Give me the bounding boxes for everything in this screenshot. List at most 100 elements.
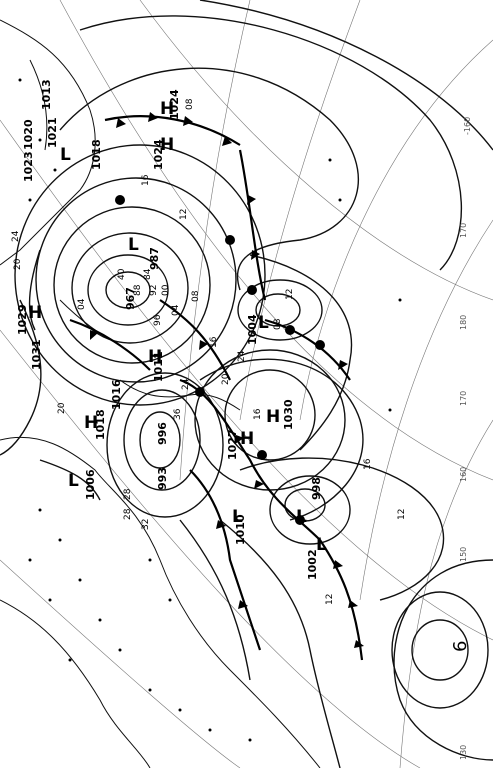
isobar-label: 40 xyxy=(117,268,127,280)
corner-label: 6 xyxy=(450,641,471,652)
longitude-label: -160 xyxy=(463,117,472,135)
low-value: 1013 xyxy=(40,79,53,110)
high-center: H xyxy=(148,347,162,367)
cold-front-barb xyxy=(235,435,244,444)
low-value: 993 xyxy=(156,467,169,490)
low-center: L xyxy=(60,145,71,165)
low-center: L xyxy=(232,507,243,527)
low-value: 1021 xyxy=(46,117,59,148)
cold-front-barb xyxy=(354,640,364,648)
isobar-label: 08 xyxy=(273,318,283,330)
longitude-label: 150 xyxy=(459,547,468,562)
high-center: H xyxy=(240,429,254,449)
isobar-label: 12 xyxy=(397,509,407,520)
cold-front-barb xyxy=(348,600,358,608)
isobar-labels: 16 12 08 04 00 96 92 88 84 20 24 28 32 3… xyxy=(11,98,407,605)
low-value: 1006 xyxy=(84,469,97,500)
low-value: 996 xyxy=(156,422,169,445)
cold-front-barb xyxy=(251,250,260,260)
high-value: 1024 xyxy=(152,139,165,170)
warm-front-bump xyxy=(195,387,205,397)
isobar-label: 08 xyxy=(191,290,201,302)
cold-front-barb xyxy=(247,195,256,205)
isobar-label: 12 xyxy=(325,594,335,605)
isobar-label: 92 xyxy=(149,285,159,296)
cold-front-barb xyxy=(222,136,232,146)
high-center: H xyxy=(84,413,98,433)
isobar-label: 84 xyxy=(143,268,153,280)
isobar-label: 12 xyxy=(285,289,295,300)
isobar-label: 32 xyxy=(141,519,151,530)
cold-front-barb xyxy=(254,480,264,489)
isobar-label: 16 xyxy=(209,336,219,348)
high-center: H xyxy=(266,407,280,427)
high-value: 1020 xyxy=(22,119,35,150)
warm-front-bump xyxy=(295,515,305,525)
longitude-label: 180 xyxy=(459,315,468,330)
pressure-centers: H 1024 H 1024 H 1029 1031 H 1018 1016 H … xyxy=(16,79,327,580)
isobar-label: 16 xyxy=(141,174,151,186)
isobar-label: 20 xyxy=(221,373,231,385)
high-center: H xyxy=(28,303,42,323)
warm-front-bump xyxy=(115,195,125,205)
high-value: 1027 xyxy=(226,429,239,460)
high-value: 1029 xyxy=(16,304,29,335)
low-center: L xyxy=(258,313,269,333)
isobar-label: 16 xyxy=(363,458,373,470)
cold-front-barb xyxy=(90,330,98,340)
isobar-label: 12 xyxy=(179,209,189,220)
isobar-label: 16 xyxy=(253,408,263,420)
warm-front-bump xyxy=(257,450,267,460)
cold-front-barb xyxy=(116,118,126,128)
cold-front-barb xyxy=(338,360,348,370)
warm-front-bump xyxy=(225,235,235,245)
isobar-label: 20 xyxy=(57,402,67,414)
longitude-labels: -160 170 180 170 160 150 130 xyxy=(459,117,472,760)
low-center: L xyxy=(316,535,327,555)
longitude-label: 170 xyxy=(459,391,468,406)
isobar-label: 24 xyxy=(11,230,21,242)
high-value: 1016 xyxy=(110,379,123,410)
high-value: 1023 xyxy=(22,151,35,182)
cold-front-barb xyxy=(216,520,226,529)
low-value: 1004 xyxy=(246,314,259,345)
high-value: 1024 xyxy=(168,89,181,120)
low-center: L xyxy=(128,235,139,255)
low-value: 987 xyxy=(148,247,161,270)
station-plots xyxy=(18,78,402,742)
high-value: 1031 xyxy=(30,339,43,370)
isobar-label: 36 xyxy=(173,408,183,420)
isobar-label: 24 xyxy=(237,350,247,362)
isobar-label: 04 xyxy=(77,298,87,310)
warm-front-bump xyxy=(247,285,257,295)
isobar-label: 24 xyxy=(181,378,191,390)
cold-front-barb xyxy=(199,340,208,350)
low-center: L xyxy=(68,471,79,491)
high-value: 1018 xyxy=(90,139,103,170)
isobar-label: 28 xyxy=(123,488,133,500)
warm-front-bump xyxy=(285,325,295,335)
low-value: 967 xyxy=(124,287,137,310)
isobar-label: 28 xyxy=(123,508,133,520)
low-value: 1010 xyxy=(234,514,247,545)
low-center: L xyxy=(296,507,307,527)
coastlines xyxy=(0,19,321,768)
isobar-label: 04 xyxy=(171,304,181,316)
front-symbols xyxy=(90,112,364,648)
isobar-label: 00 xyxy=(161,284,171,296)
low-value: 998 xyxy=(310,477,323,500)
high-value: 1018 xyxy=(94,409,107,440)
cold-front-barb xyxy=(148,112,158,122)
high-center: H xyxy=(160,99,174,119)
high-value: 1030 xyxy=(282,399,295,430)
cold-front-barb xyxy=(238,600,248,609)
high-value: 1011 xyxy=(152,351,165,382)
high-center: H xyxy=(160,135,174,155)
isobar-label: 20 xyxy=(13,258,23,270)
low-value: 1002 xyxy=(306,549,319,580)
isobar-label: 08 xyxy=(185,98,195,110)
longitude-label: 170 xyxy=(459,223,468,238)
